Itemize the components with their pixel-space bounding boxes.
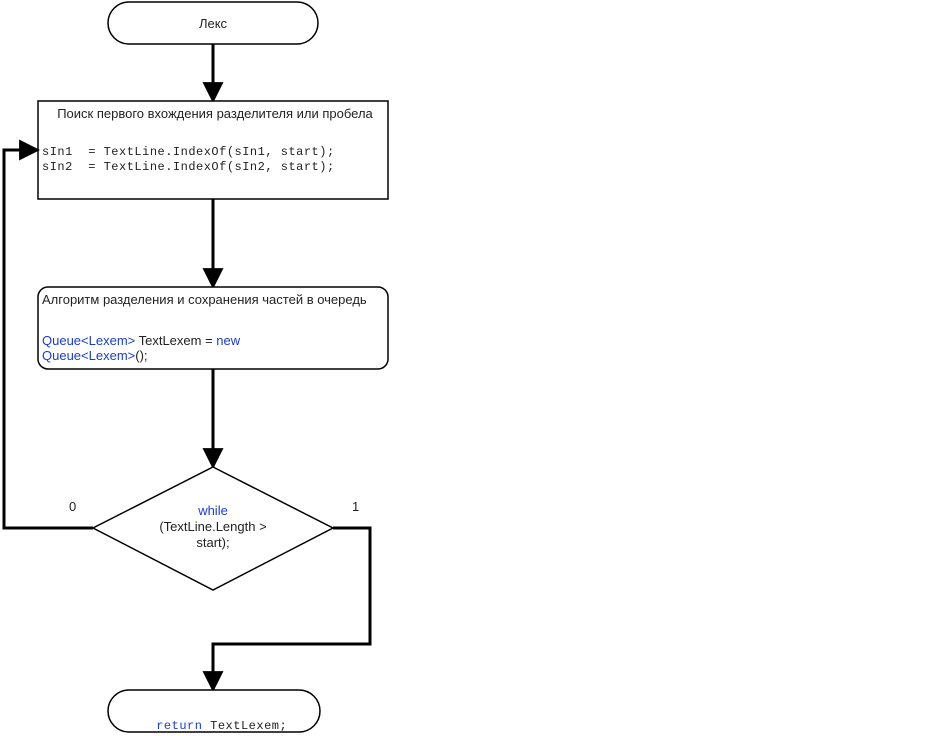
while-condition-line-2: start); — [196, 535, 230, 550]
search-code-line-2: sIn2 = TextLine.IndexOf(sIn2, start); — [42, 160, 335, 174]
return-value: TextLexem; — [202, 719, 288, 733]
split-code-line-2: Queue<Lexem>(); — [42, 348, 148, 363]
end-terminator — [107, 689, 321, 733]
return-keyword: return — [156, 719, 203, 733]
split-box-title: Алгоритм разделения и сохранения частей … — [42, 292, 367, 307]
while-keyword: while — [198, 503, 228, 518]
code-ctor-end: (); — [135, 348, 148, 363]
false-branch-label: 0 — [69, 499, 77, 514]
while-decision-diamond — [91, 466, 335, 591]
search-code-line-1: sIn1 = TextLine.IndexOf(sIn1, start); — [42, 145, 335, 159]
end-label: return TextLexem; — [108, 704, 320, 734]
edge-exit-to-end — [202, 526, 372, 693]
edge-loop-back — [2, 139, 93, 530]
code-type-queue: Queue<Lexem> — [42, 333, 136, 348]
code-new-keyword: new — [216, 333, 241, 348]
split-code-line-1: Queue<Lexem> TextLexem = new — [42, 333, 240, 348]
search-process-box — [37, 100, 389, 200]
true-branch-label: 1 — [352, 499, 360, 514]
while-condition-line-1: (TextLine.Length > — [159, 519, 267, 534]
start-label: Лекс — [198, 16, 228, 31]
code-type-queue-2: Queue<Lexem> — [42, 348, 136, 363]
code-variable: TextLexem = — [135, 333, 217, 348]
search-box-title: Поиск первого вхождения разделителя или … — [57, 106, 373, 121]
